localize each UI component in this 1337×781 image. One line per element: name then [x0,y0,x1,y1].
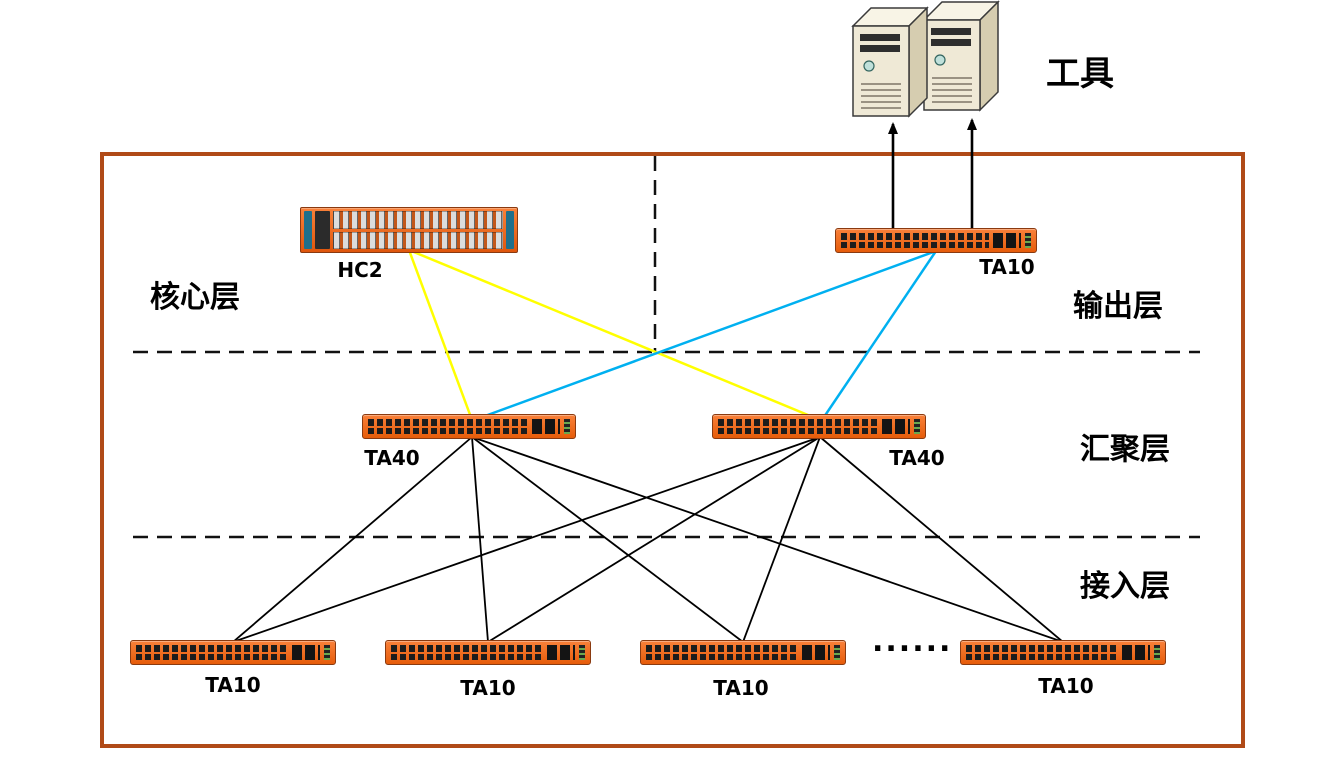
core-layer-label: 核心层 [150,280,240,315]
diagram-border [100,152,1245,748]
switch-ports [368,419,528,434]
ta40-left-access1-link [232,436,473,643]
switch-leds [324,645,330,660]
hc2-chassis [300,207,518,253]
switch-port-row [136,645,288,652]
hc2-label: HC2 [337,258,383,282]
more-switches-ellipsis: ...... [872,624,953,659]
chassis-port-modules [333,211,503,249]
switch-uplink-ports [993,233,1021,248]
switch-port-row [368,427,528,434]
switch-ports [646,645,798,660]
switch-ports [841,233,989,248]
chassis-right-tag [506,211,514,249]
tool-server-icon [851,6,929,118]
switch-port-row [718,419,878,426]
ta40-right-switch [712,414,926,439]
ta40-right-access3-link [742,436,821,643]
switch-ports [966,645,1118,660]
switch-port-row [966,645,1118,652]
chassis-control-module [315,211,330,249]
switch-uplink-ports [802,645,830,660]
switch-port-row [841,241,989,248]
switch-uplink-ports [882,419,910,434]
chassis-port-row [333,231,503,249]
ta10-access-label-4: TA10 [1038,674,1094,698]
hc2-ta40-right-link [408,248,821,422]
aggregation-layer-label: 汇聚层 [1080,432,1170,467]
switch-leds [914,419,920,434]
hc2-ta40-left-link [407,249,474,421]
ta10-access-label-1: TA10 [205,673,261,697]
switch-ports [136,645,288,660]
ta10-output-ta40-left-link [473,249,937,422]
ta40-left-label: TA40 [364,446,420,470]
ta10-access-label-2: TA10 [460,676,516,700]
switch-ports [718,419,878,434]
chassis-port-row [333,211,503,229]
switch-port-row [391,645,543,652]
ta10-access-switch-3 [640,640,846,665]
ta40-left-access4-link [471,436,1064,643]
ta40-right-label: TA40 [889,446,945,470]
ta40-right-access4-link [819,436,1064,643]
switch-port-row [841,233,989,240]
switch-port-row [646,645,798,652]
switch-leds [564,419,570,434]
switch-uplink-ports [1122,645,1150,660]
switch-uplink-ports [292,645,320,660]
switch-ports [391,645,543,660]
switch-uplink-ports [532,419,560,434]
ta10-output-ta40-right-link [820,250,938,421]
switch-leds [579,645,585,660]
switch-port-row [136,653,288,660]
ta10-access-switch-2 [385,640,591,665]
switch-uplink-ports [547,645,575,660]
ta10-output-switch [835,228,1037,253]
ta40-right-access1-link [232,436,821,643]
switch-port-row [718,427,878,434]
chassis-left-tag [304,211,312,249]
switch-leds [1154,645,1160,660]
switch-port-row [646,653,798,660]
ta40-right-access2-link [487,436,821,643]
ta10-access-label-3: TA10 [713,676,769,700]
ta40-left-access2-link [471,436,489,643]
switch-port-row [368,419,528,426]
switch-leds [1025,233,1031,248]
tools-label: 工具 [1046,54,1114,94]
ta10-access-switch-4 [960,640,1166,665]
switch-port-row [966,653,1118,660]
tool-server-icon [922,0,1000,112]
access-layer-label: 接入层 [1080,569,1170,604]
ta40-left-access3-link [471,436,744,643]
switch-port-row [391,653,543,660]
ta40-left-switch [362,414,576,439]
output-layer-label: 输出层 [1073,289,1163,324]
switch-leds [834,645,840,660]
ta10-output-label: TA10 [979,255,1035,279]
ta10-access-switch-1 [130,640,336,665]
